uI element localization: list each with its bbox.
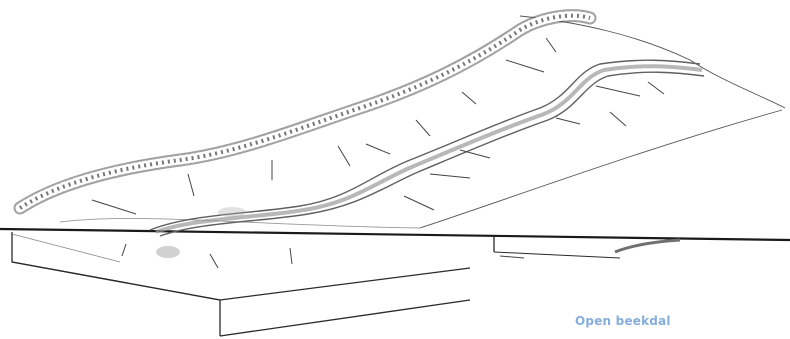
hachure (416, 120, 430, 136)
slope-front-line (420, 110, 782, 228)
block-left-edge (12, 232, 220, 336)
hachure (290, 248, 292, 264)
hachure (506, 60, 544, 72)
hachure (210, 254, 218, 268)
hachure (462, 92, 476, 104)
cross-section-line (0, 229, 790, 240)
hachure (556, 118, 580, 124)
hachure (122, 244, 126, 256)
hachure (188, 174, 194, 196)
stream-outflow (615, 240, 680, 252)
hachure (404, 196, 434, 210)
block-top-front-edge (12, 262, 470, 300)
terrain-outline (60, 16, 785, 228)
upland-edge (690, 60, 785, 108)
slope-lower-line (60, 218, 420, 228)
block-bottom-edge (220, 300, 470, 336)
wet-patch (218, 207, 246, 217)
hachure (610, 112, 626, 126)
hachure (500, 256, 524, 258)
hachure (546, 38, 556, 52)
hachure (338, 146, 350, 166)
block-base (12, 232, 620, 336)
hachure (596, 86, 640, 96)
diagram-caption: Open beekdal (575, 314, 671, 328)
hedge-row (20, 16, 590, 208)
hachure (430, 174, 470, 178)
hachure (92, 200, 136, 214)
hachure (366, 144, 390, 154)
block-far-edge (12, 234, 120, 262)
wet-patch (156, 246, 180, 258)
hachure (460, 150, 490, 158)
hachure (648, 82, 664, 94)
